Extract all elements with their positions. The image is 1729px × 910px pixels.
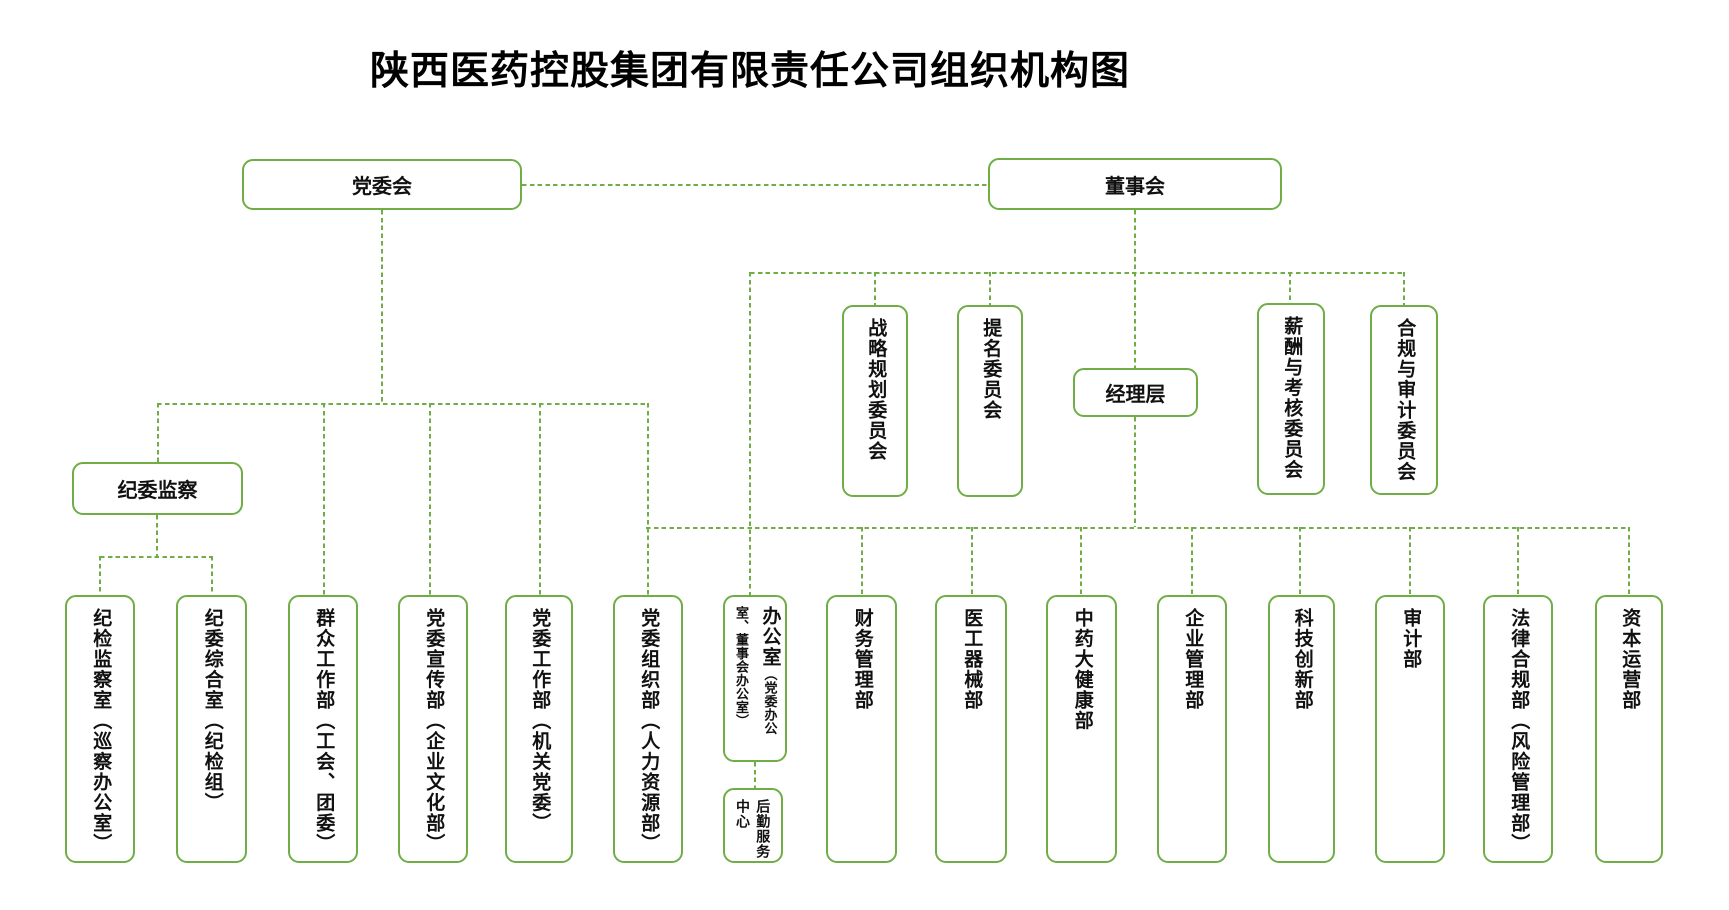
connector-party-branch xyxy=(157,403,649,405)
node-publicity-dept: 党委宣传部（企业文化部） xyxy=(398,595,468,863)
connector-party-board xyxy=(522,184,988,186)
node-label: 法律合规部（风险管理部） xyxy=(1508,608,1530,854)
node-legal-compliance-dept: 法律合规部（风险管理部） xyxy=(1483,595,1553,863)
node-enterprise-mgmt-dept: 企业管理部 xyxy=(1157,595,1227,863)
node-label: 群众工作部（工会、团委） xyxy=(313,608,335,854)
node-compliance-audit-committee: 合规与审计委员会 xyxy=(1370,305,1438,495)
connector-management-stub xyxy=(1134,417,1136,527)
node-label: 纪委监察 xyxy=(117,480,198,502)
node-sublabel: （党委办公室、董事会办公室） xyxy=(734,606,778,735)
connector-office-logistics xyxy=(754,762,756,788)
connector-discipline-branch xyxy=(100,556,212,558)
connector-drop-compensation xyxy=(1289,272,1291,303)
node-label: 党委会 xyxy=(352,176,412,198)
node-label: 办公室（党委办公室、董事会办公室） xyxy=(734,606,781,735)
node-tech-innovation-dept: 科技创新部 xyxy=(1268,595,1335,863)
node-label: 医工器械部 xyxy=(961,608,983,711)
node-label: 科技创新部 xyxy=(1291,608,1313,711)
node-organization-dept: 党委组织部（人力资源部） xyxy=(613,595,683,863)
node-party-work-dept: 党委工作部（机关党委） xyxy=(505,595,573,863)
node-label: 纪检监察室（巡察办公室） xyxy=(90,608,112,854)
node-label: 党委工作部（机关党委） xyxy=(529,608,551,834)
node-general-office: 办公室（党委办公室、董事会办公室） xyxy=(723,595,787,762)
connector-drop-compliance xyxy=(1403,272,1405,305)
node-label: 党委宣传部（企业文化部） xyxy=(423,608,445,854)
node-discipline-supervision: 纪委监察 xyxy=(72,462,243,515)
connector-drop-capital-operation xyxy=(1628,527,1630,595)
node-label: 审计部 xyxy=(1400,608,1422,670)
node-label: 资本运营部 xyxy=(1619,608,1641,711)
node-mass-work-dept: 群众工作部（工会、团委） xyxy=(288,595,358,863)
node-label: 党委组织部（人力资源部） xyxy=(638,608,660,854)
node-label: 企业管理部 xyxy=(1182,608,1204,711)
node-label: 后勤服务中心 xyxy=(735,799,772,859)
connector-drop-party-work xyxy=(539,403,541,595)
connector-drop-management xyxy=(1134,272,1136,368)
connector-drop-tech-innovation xyxy=(1299,527,1301,595)
node-capital-operation-dept: 资本运营部 xyxy=(1595,595,1663,863)
node-label: 提名委员会 xyxy=(980,318,1002,421)
connector-drop-legal-compliance xyxy=(1517,527,1519,595)
connector-drop-publicity xyxy=(429,403,431,595)
node-label: 经理层 xyxy=(1105,384,1166,406)
chart-title: 陕西医药控股集团有限责任公司组织机构图 xyxy=(369,50,1130,93)
connector-drop-mass-work xyxy=(323,403,325,595)
node-strategy-committee: 战略规划委员会 xyxy=(842,305,908,497)
node-compensation-committee: 薪酬与考核委员会 xyxy=(1257,303,1325,495)
node-party-committee: 党委会 xyxy=(242,159,522,210)
node-label: 董事会 xyxy=(1105,175,1165,198)
connector-drop-tcm-health xyxy=(1080,527,1082,595)
node-label: 财务管理部 xyxy=(851,608,873,711)
connector-drop-discipline-general xyxy=(211,556,213,595)
node-audit-dept: 审计部 xyxy=(1375,595,1445,863)
connector-drop-discipline-supervision xyxy=(157,403,159,462)
node-management: 经理层 xyxy=(1073,368,1198,417)
node-finance-dept: 财务管理部 xyxy=(826,595,897,863)
connector-drop-discipline-office xyxy=(99,556,101,595)
connector-board-drop xyxy=(1134,210,1136,272)
connector-discipline-stub xyxy=(156,515,158,556)
node-discipline-general-office: 纪委综合室（纪检组） xyxy=(176,595,247,863)
connector-drop-finance xyxy=(861,527,863,595)
connector-drop-strategy xyxy=(874,272,876,305)
connector-drop-organization xyxy=(647,403,649,595)
connector-drop-audit xyxy=(1409,527,1411,595)
node-tcm-health-dept: 中药大健康部 xyxy=(1046,595,1117,863)
connector-drop-enterprise-mgmt xyxy=(1191,527,1193,595)
connector-drop-general-office xyxy=(749,272,751,595)
node-board: 董事会 xyxy=(988,158,1282,210)
node-discipline-inspection-office: 纪检监察室（巡察办公室） xyxy=(65,595,135,863)
node-logistics-center: 后勤服务中心 xyxy=(723,788,783,863)
connector-drop-medical-device xyxy=(971,527,973,595)
node-label: 合规与审计委员会 xyxy=(1394,318,1416,482)
node-label: 薪酬与考核委员会 xyxy=(1281,316,1303,480)
node-label: 中药大健康部 xyxy=(1071,608,1093,731)
connector-party-drop xyxy=(381,210,383,403)
node-label: 纪委综合室（纪检组） xyxy=(201,608,223,813)
connector-drop-nomination xyxy=(989,272,991,305)
node-nomination-committee: 提名委员会 xyxy=(957,305,1023,497)
connector-management-branch xyxy=(646,527,1630,529)
node-label: 战略规划委员会 xyxy=(865,318,887,462)
node-medical-device-dept: 医工器械部 xyxy=(935,595,1007,863)
connector-board-branch xyxy=(750,272,1405,274)
